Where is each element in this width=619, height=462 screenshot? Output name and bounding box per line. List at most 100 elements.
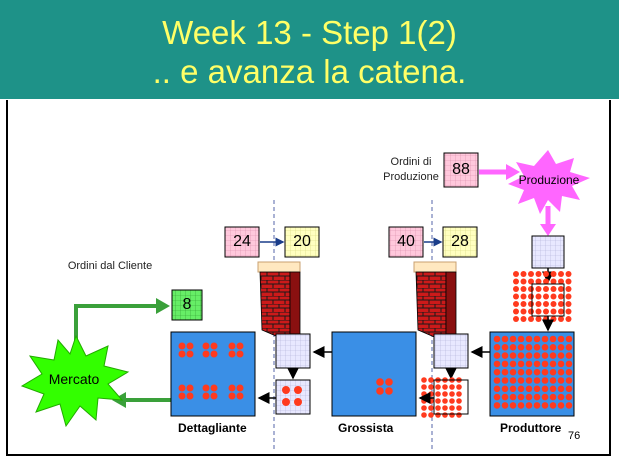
inventory-dot (558, 308, 564, 315)
inventory-dot (550, 271, 557, 277)
inventory-dot (517, 352, 525, 359)
inventory-dot (509, 368, 517, 376)
inventory-dot (449, 398, 455, 404)
inventory-dot (533, 344, 541, 351)
inventory-dot (565, 301, 572, 307)
inventory-dot (493, 352, 501, 359)
inventory-dot (549, 377, 557, 384)
inventory-dot (549, 402, 557, 409)
inventory-dot (456, 398, 462, 404)
inventory-dot (520, 271, 527, 277)
inventory-dot (558, 316, 564, 322)
page-number: 76 (568, 430, 581, 442)
producer-inventory (493, 335, 573, 409)
inventory-dot (557, 335, 565, 343)
inventory-dot (533, 360, 541, 368)
wholesaler-shipping-box-1 (433, 333, 469, 369)
inventory-dot (236, 350, 244, 358)
inventory-dot (557, 344, 565, 351)
wholesaler-order-out-value: 40 (397, 233, 415, 250)
brick-wall-1 (257, 261, 301, 343)
wholesaler-order-in-value: 28 (451, 233, 469, 250)
inventory-dot (565, 385, 573, 393)
inventory-dot (525, 352, 533, 359)
inventory-dot (565, 402, 573, 409)
inventory-dot (202, 342, 210, 350)
market-label: Mercato (48, 371, 100, 387)
inventory-dot (186, 384, 194, 392)
inventory-dot (456, 391, 462, 397)
inventory-dot (513, 301, 519, 307)
retailer-label: Dettagliante (178, 421, 247, 435)
inventory-dot (501, 368, 509, 376)
inventory-dot (533, 393, 541, 401)
inventory-dot (428, 412, 434, 418)
inventory-dot (513, 286, 519, 292)
inventory-dot (421, 377, 427, 383)
inventory-dot (525, 393, 533, 401)
inventory-dot (210, 342, 218, 350)
production-star (508, 150, 590, 214)
inventory-dot (435, 391, 441, 397)
inventory-dot (493, 393, 501, 401)
client-order-value: 8 (182, 296, 192, 313)
inventory-dot (509, 377, 517, 384)
inventory-dot (565, 377, 573, 384)
inventory-dot (456, 405, 462, 411)
inventory-dot (186, 350, 194, 358)
inventory-dot (565, 344, 573, 351)
inventory-dot (528, 301, 534, 307)
inventory-dot (565, 278, 572, 285)
inventory-dot (501, 335, 509, 343)
inventory-dot (557, 402, 565, 409)
inventory-dot (565, 360, 573, 368)
inventory-dot (501, 344, 509, 351)
inventory-dot (557, 393, 565, 401)
inventory-dot (535, 308, 542, 315)
inventory-dot (178, 350, 186, 358)
inventory-dot (535, 278, 542, 285)
inventory-dot (520, 278, 527, 285)
inventory-dot (513, 293, 519, 300)
inventory-dot (533, 385, 541, 393)
inventory-dot (550, 293, 557, 300)
inventory-dot (549, 385, 557, 393)
inventory-dot (421, 405, 427, 411)
inventory-dot (533, 377, 541, 384)
inventory-dot (543, 271, 549, 277)
inventory-dot (565, 271, 572, 277)
inventory-dot (549, 368, 557, 376)
inventory-dot (517, 385, 525, 393)
inventory-dot (385, 378, 393, 386)
inventory-dot (449, 391, 455, 397)
inventory-dot (435, 412, 441, 418)
production-label: Produzione (518, 173, 580, 187)
inventory-dot (435, 405, 441, 411)
inventory-dot (525, 377, 533, 384)
inventory-dot (294, 386, 302, 394)
inventory-dot (535, 271, 542, 277)
wholesaler-shipping-box-2 (433, 379, 469, 415)
inventory-dot (535, 286, 542, 292)
title-bar: Week 13 - Step 1(2) .. e avanza la caten… (0, 0, 619, 102)
inventory-dot (541, 377, 549, 384)
retailer-shipping-box-2 (275, 379, 311, 415)
inventory-dot (543, 301, 549, 307)
inventory-dot (513, 308, 519, 315)
inventory-dot (565, 335, 573, 343)
production-orders-label: Ordini di Produzione (383, 156, 439, 183)
inventory-dot (449, 412, 455, 418)
inventory-dot (385, 387, 393, 395)
inventory-dot (541, 368, 549, 376)
slide-title-line-1: Week 13 - Step 1(2) (162, 14, 457, 51)
inventory-dot (525, 344, 533, 351)
inventory-dot (520, 308, 527, 315)
inventory-dot (543, 286, 549, 292)
inventory-dot (493, 402, 501, 409)
production-pipeline-inventory (513, 271, 572, 322)
inventory-dot (543, 308, 549, 315)
inventory-dot (456, 412, 462, 418)
inventory-dot (442, 398, 448, 404)
inventory-dot (236, 384, 244, 392)
